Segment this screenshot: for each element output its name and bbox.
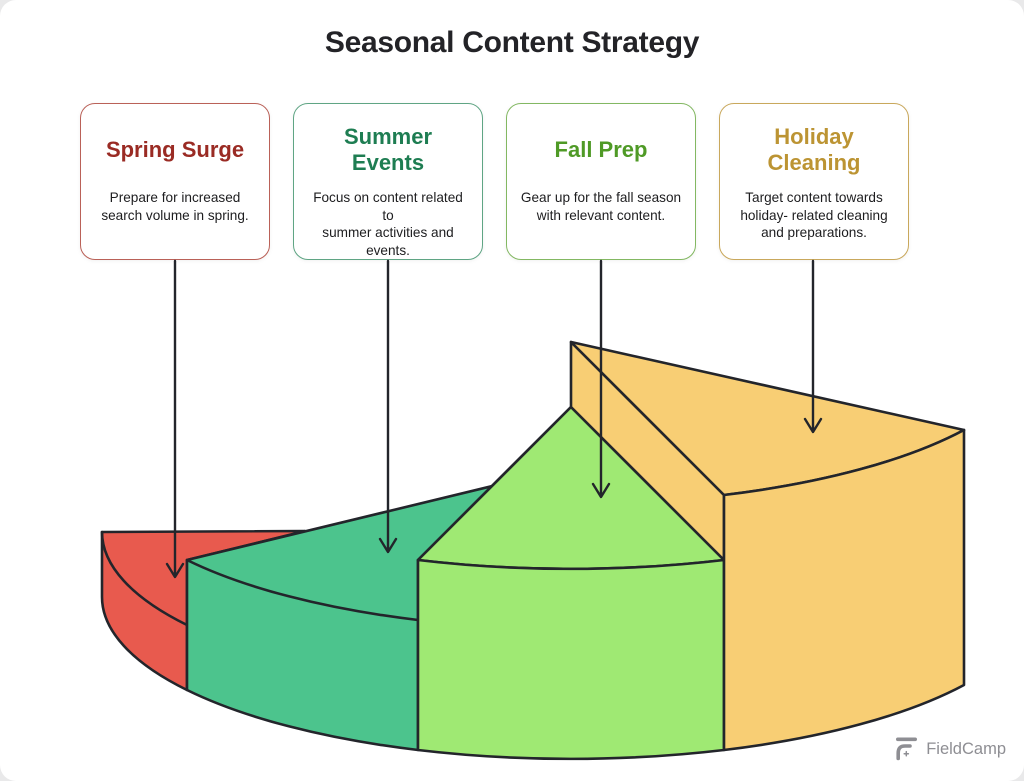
slice-fall-front — [416, 558, 726, 761]
fieldcamp-logo-text: FieldCamp — [926, 739, 1006, 758]
arrow-summer — [378, 259, 398, 554]
card-spring-surge: Spring Surge Prepare for increased searc… — [80, 103, 270, 260]
card-description: Focus on content related to summer activ… — [313, 190, 463, 258]
card-holiday-cleaning: Holiday Cleaning Target content towards … — [719, 103, 909, 260]
card-heading: Spring Surge — [105, 137, 245, 162]
connector-arrows — [165, 259, 823, 579]
slice-summer-rim-line — [185, 558, 420, 622]
fieldcamp-logo-icon — [896, 737, 918, 761]
card-heading: Summer Events — [343, 124, 433, 175]
card-description: Prepare for increased search volume in s… — [101, 190, 249, 223]
card-description: Target content towards holiday- related … — [740, 190, 888, 241]
slice-holiday-front — [722, 428, 966, 752]
fieldcamp-watermark: FieldCamp — [895, 737, 1006, 761]
arrow-fall — [591, 259, 611, 499]
page-title: Seasonal Content Strategy — [324, 26, 700, 59]
arrow-spring — [165, 259, 185, 579]
slice-spring-rim-line — [100, 530, 189, 627]
card-heading: Holiday Cleaning — [767, 124, 861, 175]
card-summer-events: Summer Events Focus on content related t… — [293, 103, 483, 260]
pie-slices — [100, 340, 966, 761]
card-description: Gear up for the fall season with relevan… — [520, 190, 682, 223]
card-fall-prep: Fall Prep Gear up for the fall season wi… — [506, 103, 696, 260]
card-heading: Fall Prep — [554, 137, 648, 162]
arrow-holiday — [803, 259, 823, 434]
strategy-cards-row: Spring Surge Prepare for increased searc… — [80, 103, 909, 260]
